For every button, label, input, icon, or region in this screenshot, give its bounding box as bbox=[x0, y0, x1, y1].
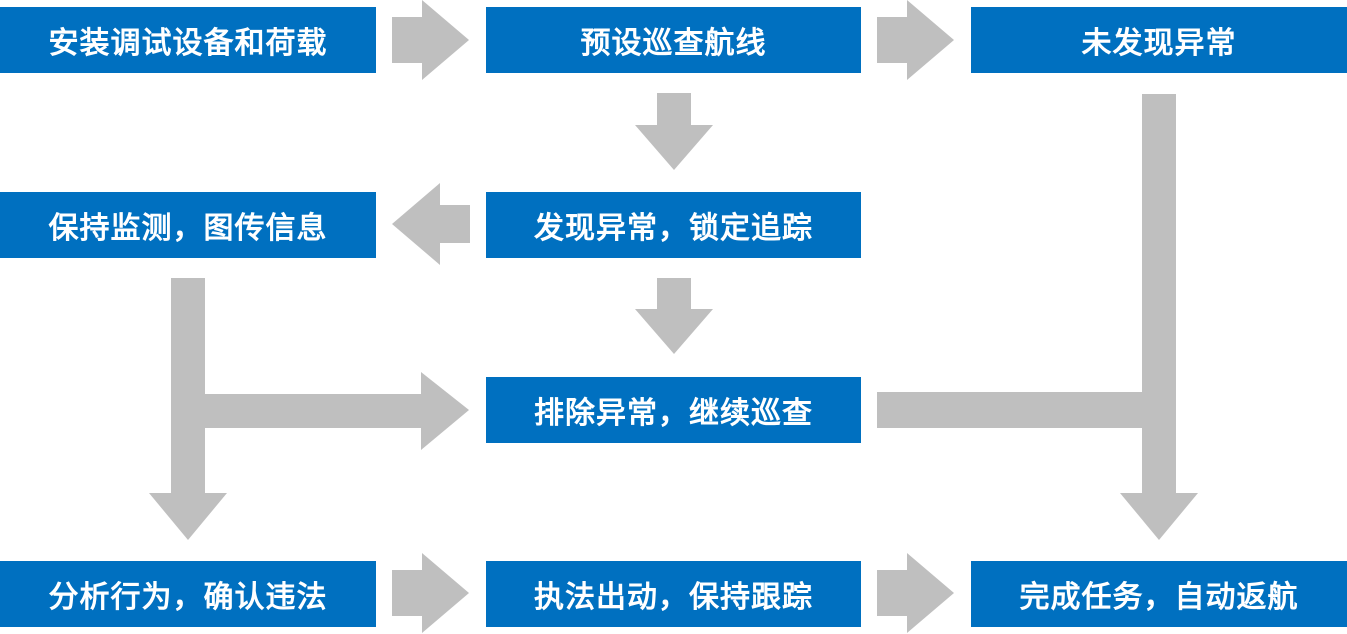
node-complete: 完成任务，自动返航 bbox=[971, 561, 1347, 627]
arrow-to-complete bbox=[877, 94, 1198, 540]
arrow-analyze-to-enforce bbox=[392, 553, 469, 633]
arrow-preset-to-no-anomaly bbox=[877, 0, 954, 80]
arrow-found-to-monitoring bbox=[392, 183, 470, 265]
arrow-found-to-clear bbox=[635, 278, 713, 354]
node-install: 安装调试设备和荷载 bbox=[0, 7, 376, 73]
node-clear-anomaly: 排除异常，继续巡查 bbox=[486, 377, 861, 443]
node-preset-route: 预设巡查航线 bbox=[486, 7, 861, 73]
arrow-monitoring-branch bbox=[149, 278, 469, 540]
arrow-preset-to-found bbox=[635, 93, 713, 170]
arrow-enforce-to-complete bbox=[877, 553, 954, 633]
arrow-install-to-preset bbox=[392, 0, 469, 80]
node-analyze: 分析行为，确认违法 bbox=[0, 561, 376, 627]
node-keep-monitoring: 保持监测，图传信息 bbox=[0, 192, 376, 258]
node-enforce: 执法出动，保持跟踪 bbox=[486, 561, 861, 627]
node-found-anomaly: 发现异常，锁定追踪 bbox=[486, 192, 861, 258]
node-no-anomaly: 未发现异常 bbox=[971, 7, 1347, 73]
